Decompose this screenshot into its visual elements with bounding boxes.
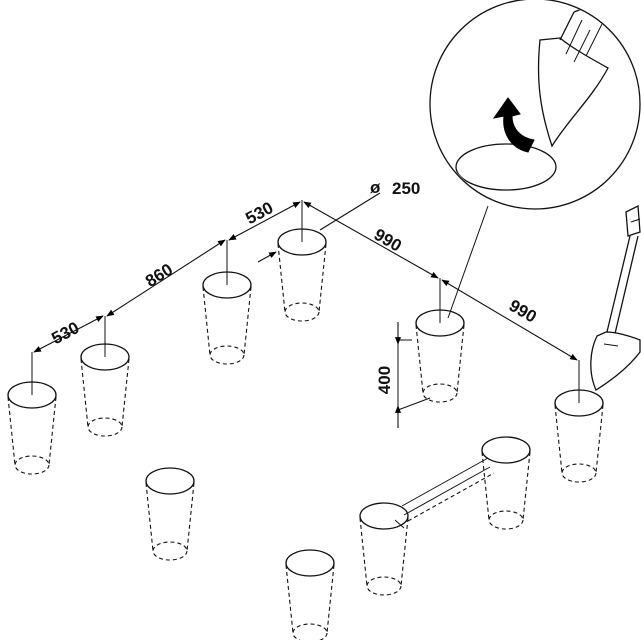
post-hole-4 <box>277 228 327 322</box>
post-hole-1 <box>7 381 57 475</box>
post-hole-8 <box>285 549 335 640</box>
dimension-label-depth: 400 <box>375 366 394 394</box>
dimension-label-left-3: 530 <box>242 198 276 228</box>
dimension-label-right-1: 990 <box>371 225 405 256</box>
leader-lines <box>31 200 580 403</box>
dimension-label-left-2: 860 <box>142 260 176 291</box>
post-hole-5 <box>415 309 465 403</box>
post-hole-6 <box>554 389 604 483</box>
diameter-symbol: ø <box>370 178 381 197</box>
shovel-icon <box>590 204 641 391</box>
dimension-label-left-1: 530 <box>48 318 82 348</box>
magnifier-circle-icon <box>429 0 641 319</box>
post-hole-3 <box>202 271 252 365</box>
dimension-label-right-2: 990 <box>506 296 540 327</box>
diameter-label: ø 250 <box>370 178 420 198</box>
post-hole-2 <box>80 343 130 437</box>
curved-arrow-icon <box>492 97 535 153</box>
post-hole-10 <box>481 436 531 530</box>
post-hole-7 <box>145 467 195 561</box>
dimension-lines <box>33 192 578 428</box>
diameter-value: 250 <box>392 179 420 198</box>
trench <box>394 457 495 529</box>
post-hole-9 <box>359 502 409 596</box>
